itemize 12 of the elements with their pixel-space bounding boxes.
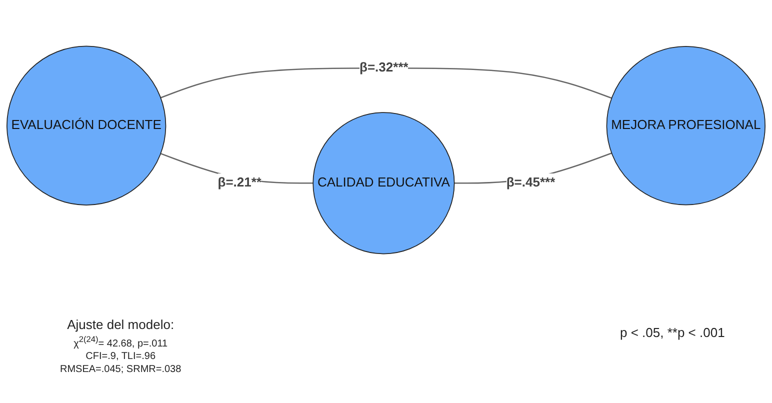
connector	[160, 67, 612, 99]
edge-label: β=.45***	[506, 175, 556, 190]
node-circle: MEJORA PROFESIONAL	[606, 46, 766, 206]
fit-statistic: CFI=.9, TLI=.96	[84, 351, 157, 362]
node-circle: EVALUACIÓN DOCENTE	[6, 46, 166, 206]
edge-label: β=.21**	[218, 175, 262, 190]
fit-statistic: RMSEA=.045; SRMR=.038	[60, 364, 182, 376]
fit-heading: Ajuste del modelo:	[66, 317, 176, 332]
edge-label: β=.32***	[360, 60, 408, 75]
node-circle: CALIDAD EDUCATIVA	[312, 112, 455, 254]
fit-statistic: χ$^{2(24)}$= 42.68, p=.011	[72, 334, 169, 350]
significance-note: p < .05, **p < .001	[620, 325, 725, 340]
